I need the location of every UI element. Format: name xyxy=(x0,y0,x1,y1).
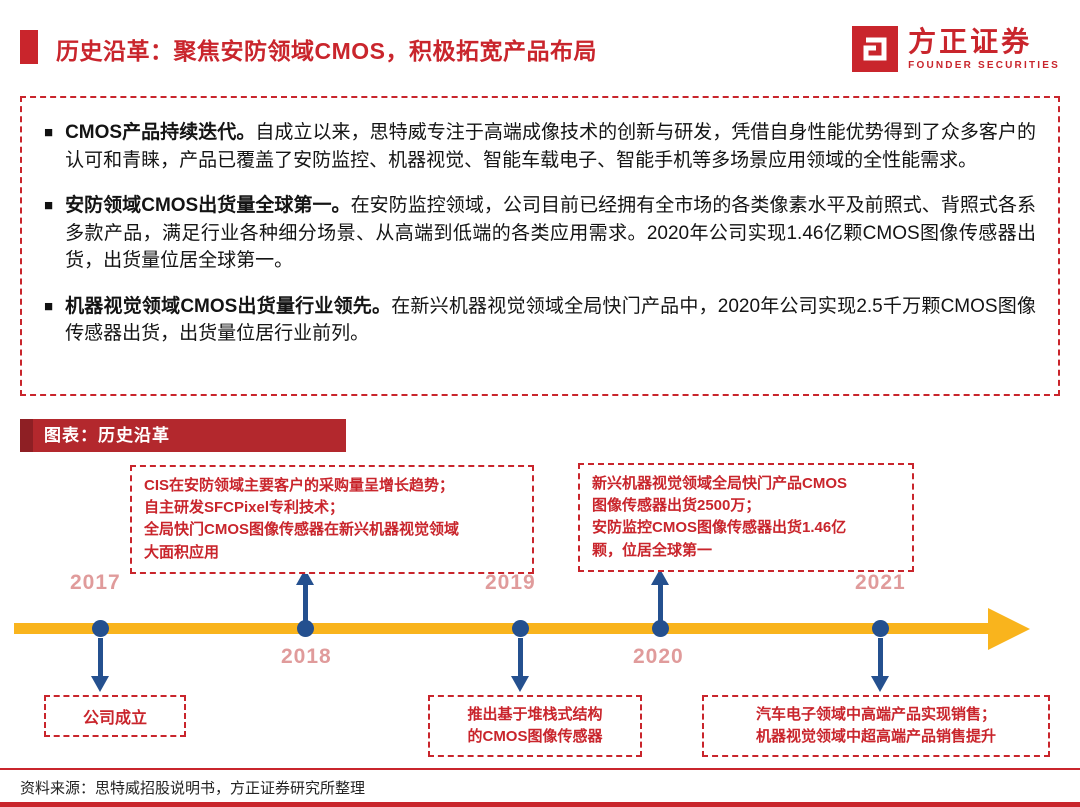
footer-divider xyxy=(0,768,1080,770)
year-label-2018: 2018 xyxy=(281,645,332,668)
down-arrow-2021 xyxy=(878,638,883,678)
bullet-item: ■ 机器视觉领域CMOS出货量行业领先。在新兴机器视觉领域全局快门产品中，202… xyxy=(44,293,1036,348)
bullet-lead: CMOS产品持续迭代。 xyxy=(65,122,256,143)
title-accent-bar xyxy=(20,30,38,64)
year-label-2019: 2019 xyxy=(485,571,536,594)
brand-text: 方正证券 FOUNDER SECURITIES xyxy=(908,26,1060,71)
down-arrowhead-2019-icon xyxy=(511,676,529,692)
chart-banner: 图表：历史沿革 xyxy=(20,419,346,452)
bullet-item: ■ CMOS产品持续迭代。自成立以来，思特威专注于高端成像技术的创新与研发，凭借… xyxy=(44,119,1036,174)
bullet-item: ■ 安防领域CMOS出货量全球第一。在安防监控领域，公司目前已经拥有全市场的各类… xyxy=(44,192,1036,275)
bullet-body: 在新兴机器视觉领域全局快门产品中，2020年公司实现2.5千万颗CMOS图像传感… xyxy=(65,295,1036,345)
source-note: 资料来源：思特威招股说明书，方正证券研究所整理 xyxy=(20,780,366,797)
founder-logo-icon xyxy=(852,26,908,72)
bullet-lead: 机器视觉领域CMOS出货量行业领先。 xyxy=(65,295,392,317)
bullet-square-icon: ■ xyxy=(44,297,54,315)
brand-subtitle: FOUNDER SECURITIES xyxy=(908,59,1060,71)
bullet-lead: 安防领域CMOS出货量全球第一。 xyxy=(65,195,351,216)
event-callout-2017: 公司成立 xyxy=(44,695,186,737)
timeline-dot-2017 xyxy=(92,620,109,637)
brand-name: 方正证券 xyxy=(908,26,1033,58)
history-timeline: 2017 2018 2019 2020 2021 公司成立 CIS在安防领域主要… xyxy=(0,455,1080,767)
banner-accent xyxy=(20,419,33,452)
event-callout-2020: 新兴机器视觉领域全局快门产品CMOS 图像传感器出货2500万； 安防监控CMO… xyxy=(578,463,914,572)
year-label-2017: 2017 xyxy=(70,571,121,594)
page-title: 历史沿革：聚焦安防领域CMOS，积极拓宽产品布局 xyxy=(56,38,597,64)
brand-logo: 方正证券 FOUNDER SECURITIES xyxy=(852,26,1060,72)
up-arrow-2018 xyxy=(303,584,308,621)
bullet-body: 在安防监控领域，公司目前已经拥有全市场的各类像素水平及前照式、背照式各系多款产品… xyxy=(65,195,1036,271)
summary-box: ■ CMOS产品持续迭代。自成立以来，思特威专注于高端成像技术的创新与研发，凭借… xyxy=(20,96,1060,396)
down-arrowhead-2017-icon xyxy=(91,676,109,692)
year-label-2020: 2020 xyxy=(633,645,684,668)
event-callout-2021: 汽车电子领域中高端产品实现销售； 机器视觉领域中超高端产品销售提升 xyxy=(702,695,1050,757)
timeline-arrowhead-icon xyxy=(988,608,1030,650)
chart-banner-label: 图表：历史沿革 xyxy=(44,426,170,445)
header: 历史沿革：聚焦安防领域CMOS，积极拓宽产品布局 方正证券 FOUNDER SE… xyxy=(20,26,1060,86)
bullet-text: CMOS产品持续迭代。自成立以来，思特威专注于高端成像技术的创新与研发，凭借自身… xyxy=(65,119,1036,174)
down-arrow-2017 xyxy=(98,638,103,678)
down-arrow-2019 xyxy=(518,638,523,678)
timeline-dot-2021 xyxy=(872,620,889,637)
event-callout-2018: CIS在安防领域主要客户的采购量呈增长趋势； 自主研发SFCPixel专利技术；… xyxy=(130,465,534,574)
timeline-dot-2018 xyxy=(297,620,314,637)
footer-bottom-bar xyxy=(0,802,1080,807)
year-label-2021: 2021 xyxy=(855,571,906,594)
bullet-square-icon: ■ xyxy=(44,124,54,141)
bullet-body: 自成立以来，思特威专注于高端成像技术的创新与研发，凭借自身性能优势得到了众多客户… xyxy=(65,122,1036,171)
up-arrowhead-2020-icon xyxy=(651,569,669,585)
up-arrow-2020 xyxy=(658,584,663,621)
bullet-square-icon: ■ xyxy=(44,197,54,214)
timeline-dot-2019 xyxy=(512,620,529,637)
timeline-dot-2020 xyxy=(652,620,669,637)
bullet-text: 机器视觉领域CMOS出货量行业领先。在新兴机器视觉领域全局快门产品中，2020年… xyxy=(65,293,1036,348)
down-arrowhead-2021-icon xyxy=(871,676,889,692)
bullet-text: 安防领域CMOS出货量全球第一。在安防监控领域，公司目前已经拥有全市场的各类像素… xyxy=(65,192,1036,275)
event-callout-2019: 推出基于堆栈式结构 的CMOS图像传感器 xyxy=(428,695,642,757)
timeline-axis xyxy=(14,623,990,634)
